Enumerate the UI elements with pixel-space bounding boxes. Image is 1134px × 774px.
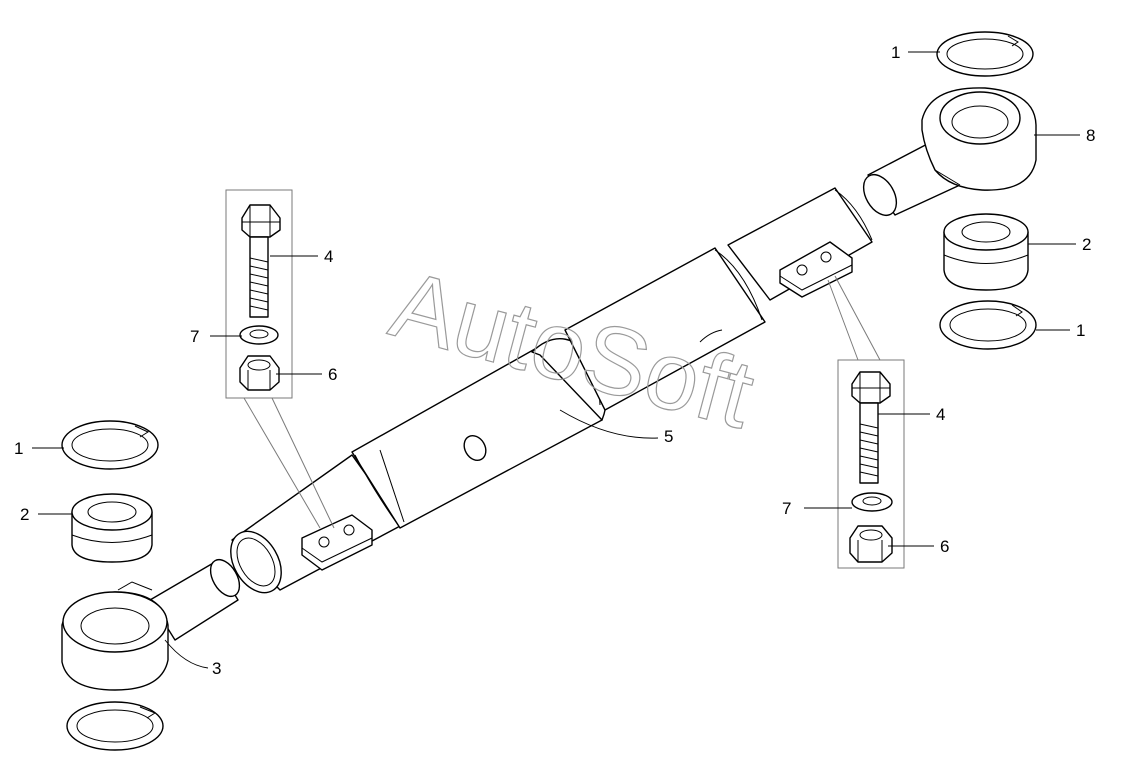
callout-6-left: 6 (328, 365, 337, 384)
callout-8: 8 (1086, 126, 1095, 145)
callout-4-right: 4 (936, 405, 945, 424)
right-retaining-ring-top (936, 31, 1034, 77)
callout-7-right: 7 (782, 499, 791, 518)
callout-6-right: 6 (940, 537, 949, 556)
right-eye-end (862, 87, 1037, 216)
callout-2-left: 2 (20, 505, 29, 524)
callout-7-left: 7 (190, 327, 199, 346)
callout-4-left: 4 (324, 247, 333, 266)
left-retaining-ring-top (61, 420, 159, 470)
callout-1-left: 1 (14, 439, 23, 458)
left-bearing (71, 493, 153, 563)
left-eye-end (61, 558, 241, 691)
left-retaining-ring-bottom (66, 701, 164, 751)
callout-3: 3 (212, 659, 221, 678)
right-retaining-ring-bottom (939, 300, 1037, 350)
callout-1-top-right: 1 (891, 43, 900, 62)
right-fastener-group (827, 275, 905, 569)
callout-5: 5 (664, 427, 673, 446)
leader-lines (32, 51, 1080, 669)
right-bearing (943, 213, 1029, 291)
tube-assembly (230, 187, 873, 594)
callout-1-right: 1 (1076, 321, 1085, 340)
callout-2-right: 2 (1082, 235, 1091, 254)
left-fastener-group (225, 189, 335, 529)
callout-labels: 1 8 2 1 4 7 6 1 2 3 5 4 7 6 (14, 43, 1095, 678)
